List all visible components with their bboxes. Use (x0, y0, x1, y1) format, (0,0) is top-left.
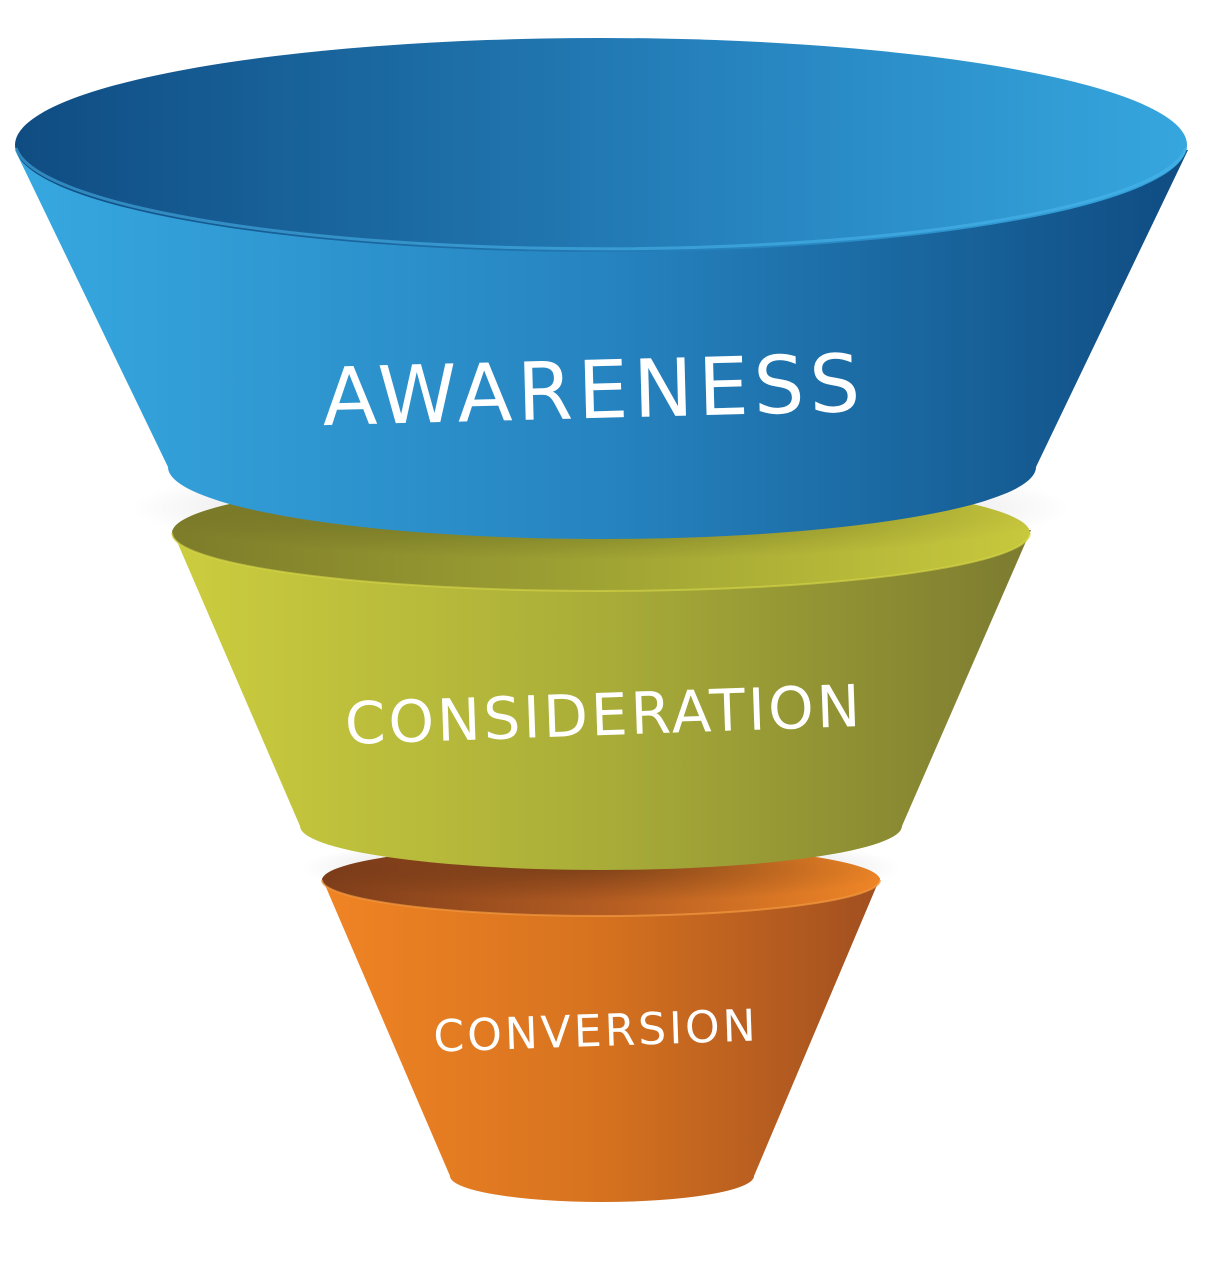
consideration-body (172, 530, 1031, 870)
awareness-body (15, 150, 1188, 539)
conversion-label: CONVERSION (433, 1000, 760, 1062)
conversion-body (322, 878, 880, 1202)
awareness-rim (15, 38, 1187, 252)
stage-awareness (14, 38, 1188, 560)
awareness-label: AWARENESS (321, 337, 866, 444)
